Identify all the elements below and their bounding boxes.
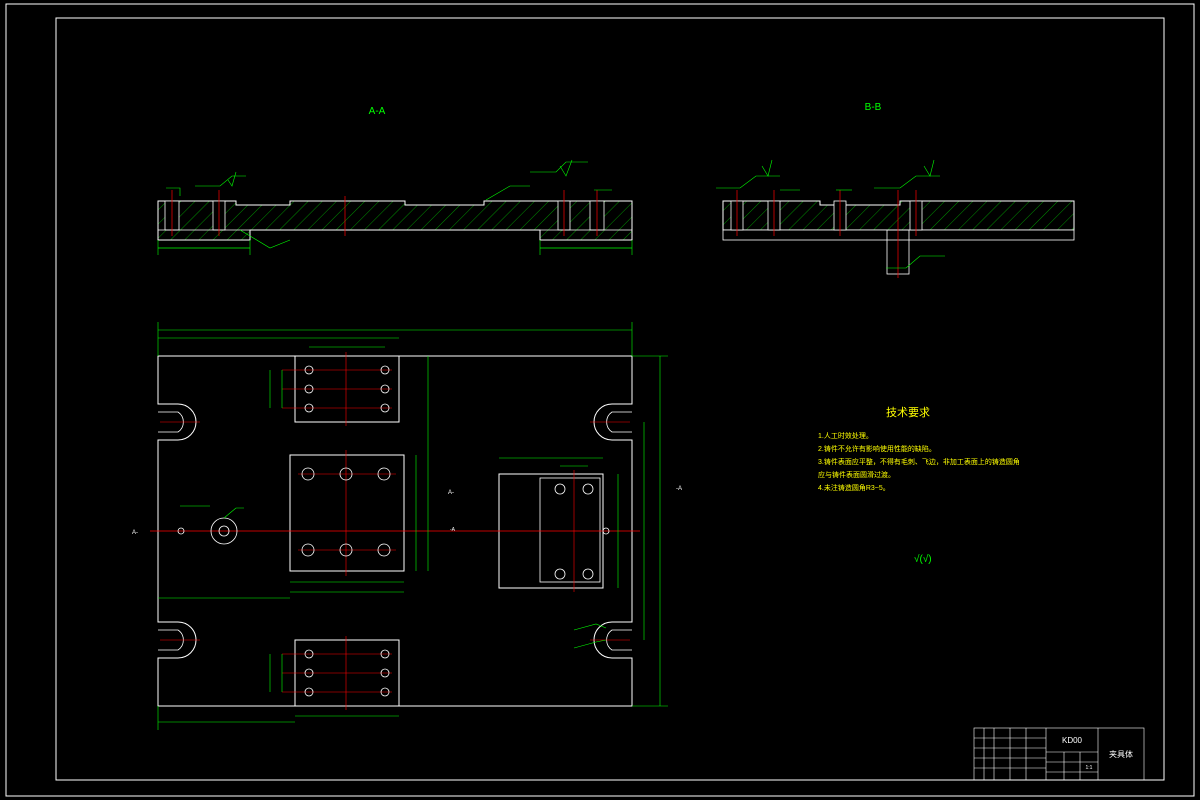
technical-requirements: 技术要求 1.人工时效处理。 2.铸件不允许有影响使用性能的缺陷。 3.铸件表面… (818, 406, 1020, 492)
drawing-number: KD00 (1062, 736, 1083, 745)
tech-req-item: 应与铸件表面圆滑过渡。 (818, 470, 895, 479)
drawing-scale: 1:1 (1086, 765, 1093, 771)
inner-frame (55, 17, 1165, 781)
center-pad (289, 454, 405, 572)
section-b-title: B-B (865, 102, 882, 113)
section-mark-center: -A (450, 527, 456, 533)
section-mark-right: -A (676, 486, 682, 492)
tech-req-item: 3.铸件表面应平整，不得有毛刺、飞边，非加工表面上的铸造圆角 (818, 457, 1020, 466)
roughness-note: √(√) (914, 553, 932, 565)
section-mark-mid: A- (448, 490, 454, 496)
section-a-profile (157, 200, 633, 241)
section-b-view (716, 159, 1075, 278)
plan-view: A- A- -A -A (132, 322, 682, 730)
tech-req-title: 技术要求 (886, 406, 930, 419)
title-block (973, 727, 1145, 781)
section-a-title: A-A (369, 106, 386, 117)
tech-req-item: 2.铸件不允许有影响使用性能的缺陷。 (818, 444, 936, 453)
section-a-view (157, 159, 633, 255)
tech-req-item: 1.人工时效处理。 (818, 431, 873, 440)
section-mark-left: A- (132, 530, 138, 536)
outer-frame (5, 3, 1195, 797)
part-name: 夹具体 (1109, 749, 1133, 759)
tech-req-item: 4.未注铸造圆角R3~5。 (818, 483, 890, 492)
